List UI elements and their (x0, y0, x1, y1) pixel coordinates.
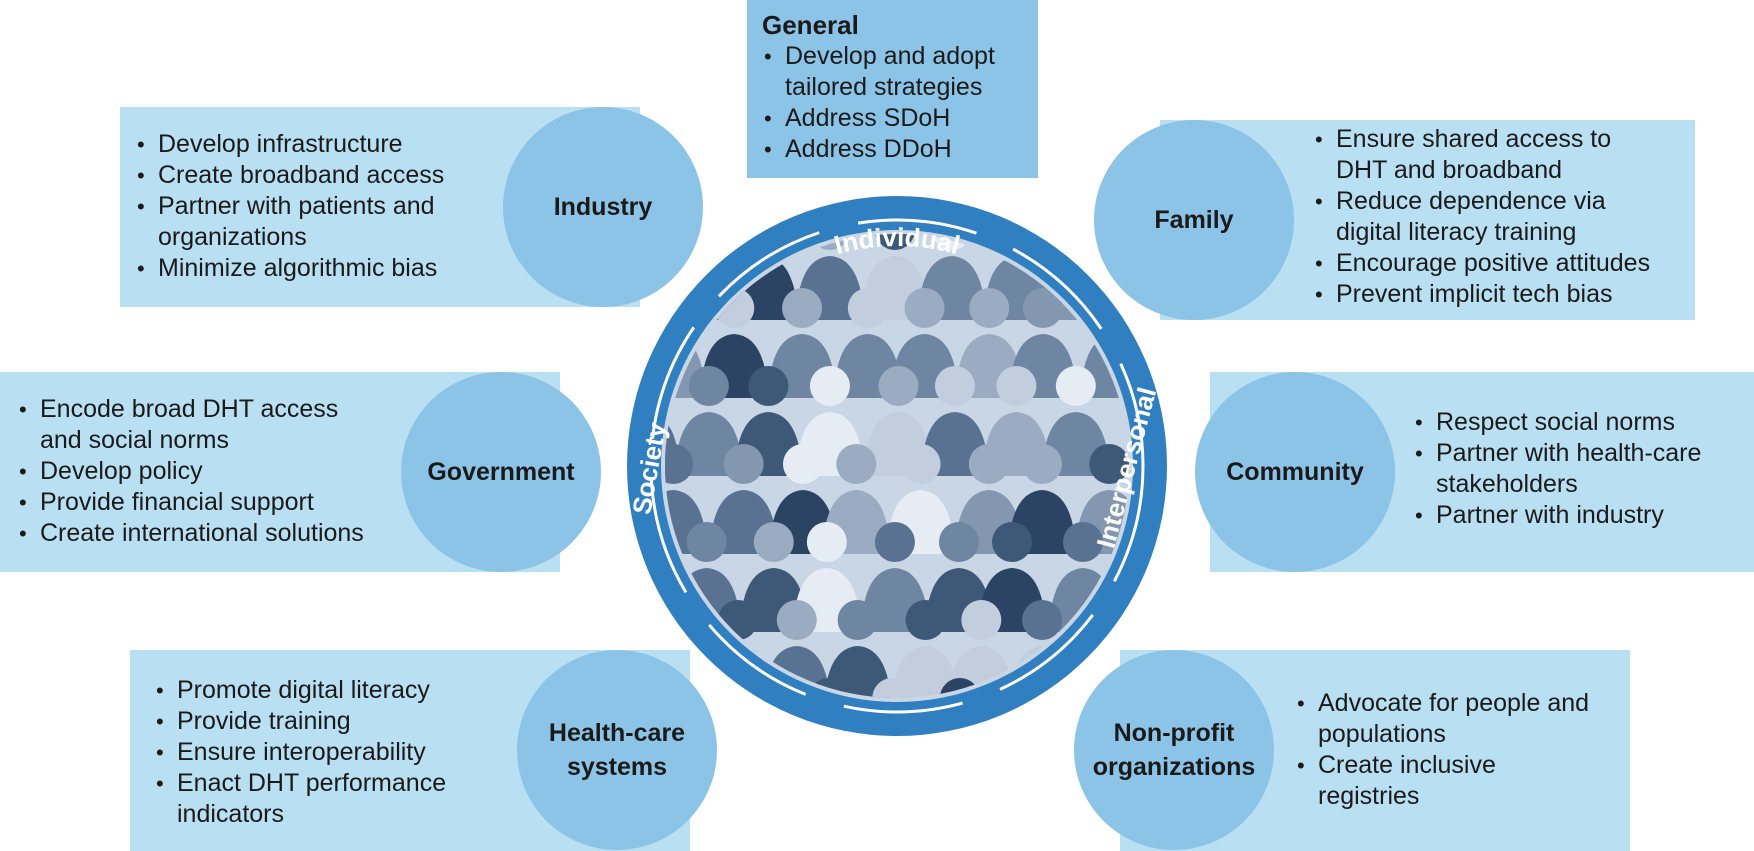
person-head (900, 444, 941, 484)
healthcare-item: Promote digital literacy (154, 675, 494, 706)
government-list: Encode broad DHT access and social norms… (17, 394, 417, 549)
person-head (723, 444, 764, 484)
healthcare-list: Promote digital literacy Provide trainin… (154, 675, 494, 830)
person-head (665, 444, 694, 484)
person-head (688, 366, 729, 406)
family-item: Encourage positive attitudes (1313, 248, 1693, 279)
cycle-arrows (649, 218, 1145, 714)
government-item: Develop policy (17, 456, 417, 487)
person-head (904, 288, 945, 328)
government-item: Create international solutions (17, 518, 417, 549)
person-head (753, 522, 794, 562)
person-head (878, 366, 919, 406)
person-head (938, 522, 979, 562)
person-head (968, 444, 1009, 484)
industry-item: Minimize algorithmic bias (135, 253, 495, 284)
person-head (837, 600, 878, 640)
person-head (934, 366, 975, 406)
person-head (782, 288, 823, 328)
general-item: Address DDoH (762, 134, 1034, 165)
person-head (1022, 288, 1063, 328)
healthcare-item: Provide training (154, 706, 494, 737)
person-head (996, 366, 1037, 406)
general-title: General (762, 10, 859, 40)
person-head (809, 366, 850, 406)
family-list: Ensure shared access to DHT and broadban… (1313, 124, 1693, 310)
nonprofit-node: Non-profit organizations (1074, 650, 1274, 850)
nonprofit-list: Advocate for people and populations Crea… (1295, 688, 1625, 812)
general-item: Develop and adopt tailored strategies (762, 41, 1034, 103)
person-head (1022, 600, 1063, 640)
community-list: Respect social norms Partner with health… (1413, 407, 1748, 531)
person-head (1062, 522, 1103, 562)
person-head (872, 678, 913, 698)
family-item: Reduce dependence via digital literacy t… (1313, 186, 1666, 248)
government-item: Provide financial support (17, 487, 417, 518)
industry-list: Develop infrastructure Create broadband … (135, 129, 495, 284)
community-item: Partner with health-care stakeholders (1413, 438, 1748, 500)
person-head (905, 600, 946, 640)
ecosystem-ring: Individual Interpersonal Community Socie… (626, 196, 1167, 770)
nonprofit-item: Advocate for people and populations (1295, 688, 1618, 750)
person-head (836, 444, 877, 484)
industry-item: Create broadband access (135, 160, 495, 191)
person-head (782, 444, 823, 484)
general-item: Address SDoH (762, 103, 1034, 134)
person-head (1053, 234, 1094, 250)
government-item: Encode broad DHT access and social norms (17, 394, 380, 456)
person-head (991, 522, 1032, 562)
industry-item: Develop infrastructure (135, 129, 495, 160)
healthcare-item: Ensure interoperability (154, 737, 494, 768)
person-body (978, 724, 1046, 770)
person-head (961, 600, 1002, 640)
community-node: Community (1195, 372, 1395, 572)
general-list: Develop and adopt tailored strategies Ad… (762, 41, 1034, 165)
healthcare-node: Health-care systems (517, 650, 717, 850)
person-head (1055, 366, 1096, 406)
nonprofit-item: Create inclusive registries (1295, 750, 1558, 812)
person-head (1089, 444, 1129, 484)
person-head (847, 288, 888, 328)
family-item: Prevent implicit tech bias (1313, 279, 1693, 310)
person-head (1022, 444, 1063, 484)
person-head (806, 522, 847, 562)
healthcare-item: Enact DHT performance indicators (154, 768, 497, 830)
community-item: Respect social norms (1413, 407, 1748, 438)
government-node: Government (401, 372, 601, 572)
person-head (748, 366, 789, 406)
family-item: Ensure shared access to DHT and broadban… (1313, 124, 1646, 186)
person-body (730, 724, 798, 770)
person-head (686, 522, 727, 562)
person-head (874, 522, 915, 562)
community-item: Partner with industry (1413, 500, 1748, 531)
industry-item: Partner with patients and organizations (135, 191, 448, 253)
industry-node: Industry (503, 107, 703, 307)
person-head (969, 288, 1010, 328)
person-head (776, 600, 817, 640)
person-head (874, 234, 915, 250)
ring-label-community: Community (830, 724, 975, 764)
family-node: Family (1094, 120, 1294, 320)
